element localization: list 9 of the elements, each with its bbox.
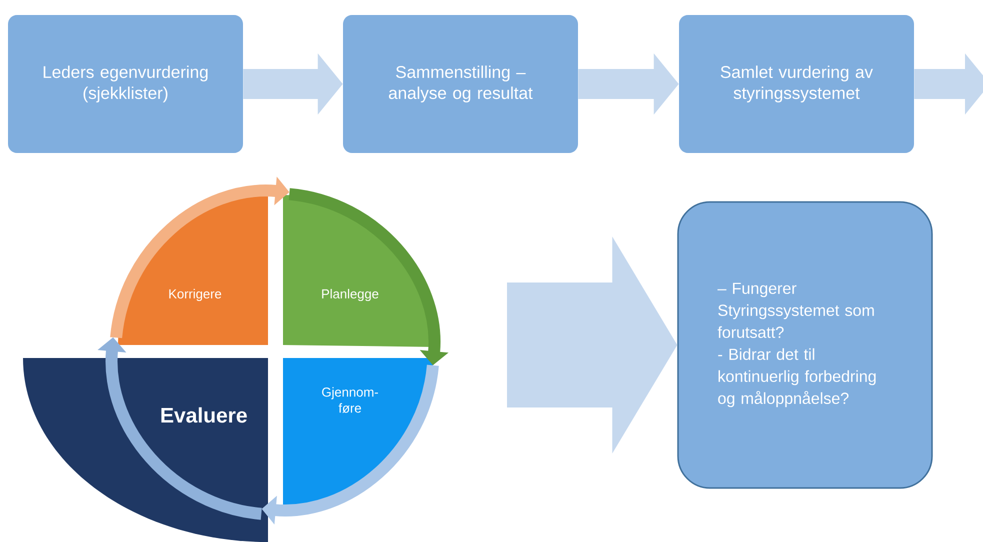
process-box: Leders egenvurdering (sjekklister) (8, 15, 243, 153)
quadrant-sector: Gjennom- føre (283, 358, 433, 508)
quadrant-sector: Planlegge (283, 195, 435, 347)
block-arrow (507, 236, 678, 454)
quadrant-sector: Evaluere (23, 358, 268, 542)
quadrant-sector: Korrigere (118, 195, 268, 345)
process-box: Sammenstilling – analyse og resultat (343, 15, 578, 153)
question-box: – Fungerer Styringssystemet som forutsatt? - Bidrar det til kontinuerlig forbedring og måloppnåelse? (677, 201, 933, 489)
process-box: Samlet vurdering av styringssystemet (679, 15, 914, 153)
